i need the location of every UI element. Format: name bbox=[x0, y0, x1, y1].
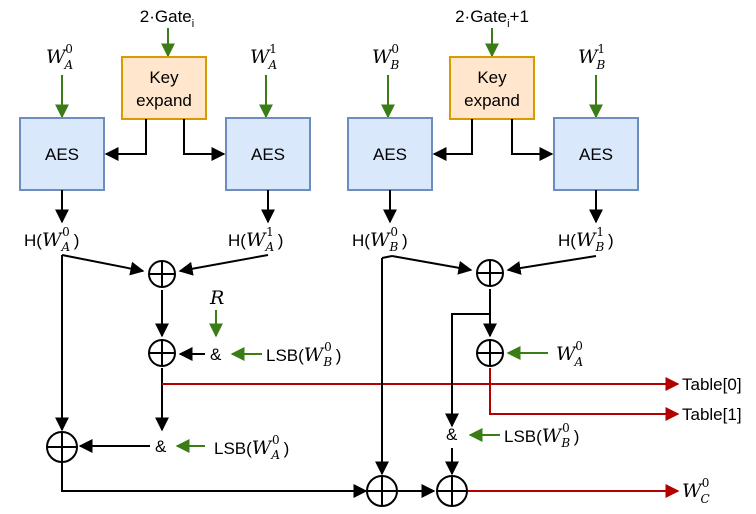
xor-right-1 bbox=[476, 259, 504, 287]
aes-box-left-2 bbox=[225, 117, 311, 191]
lsb-wb0-label-right: LSB(WB0) bbox=[504, 421, 579, 450]
wb1-label: WB1 bbox=[578, 42, 606, 72]
xor-left-2 bbox=[148, 339, 176, 367]
aes-box-right-2 bbox=[553, 117, 639, 191]
h-wa1-label: H(WA1) bbox=[228, 225, 283, 254]
xor3-to-final-xor bbox=[61, 462, 368, 498]
table0-label: Table[0] bbox=[682, 375, 742, 394]
lsb-wb0-label-left: LSB(WB0) bbox=[266, 340, 341, 369]
h-wa0-label: H(WA0) bbox=[24, 225, 79, 254]
key-expand-line1-right: Key bbox=[477, 68, 507, 87]
table1-label: Table[1] bbox=[682, 405, 742, 424]
wa1-label: WA1 bbox=[250, 42, 278, 72]
aes-label-right-2: AES bbox=[579, 145, 613, 164]
xor-left-1 bbox=[148, 260, 176, 288]
h-wb0-label: H(WB0) bbox=[352, 225, 408, 254]
aes-label-left-2: AES bbox=[251, 145, 285, 164]
wa0-label: WA0 bbox=[46, 42, 74, 72]
key-to-aes-left-2 bbox=[183, 119, 226, 161]
xor-right-2 bbox=[476, 339, 504, 367]
key-expand-box-left bbox=[121, 56, 207, 120]
aes-label-right-1: AES bbox=[373, 145, 407, 164]
h-wa1-to-xor1 bbox=[178, 254, 269, 276]
xor-final-2 bbox=[436, 475, 468, 507]
key-expand-line2-right: expand bbox=[464, 91, 520, 110]
wc0-label: WC0 bbox=[682, 476, 710, 506]
xor-r1-to-amp bbox=[445, 313, 490, 428]
h-wb1-label: H(WB1) bbox=[558, 225, 614, 254]
xor-final-1 bbox=[366, 475, 398, 507]
gate-label-right: 2·Gatei+1 bbox=[455, 7, 529, 30]
xor-r2-to-table1 bbox=[489, 368, 680, 421]
h-wb0-stub bbox=[381, 255, 393, 259]
h-wb0-to-xor bbox=[391, 255, 473, 275]
amp-left-1: & bbox=[210, 345, 222, 364]
xor-left-3 bbox=[46, 431, 78, 463]
h-wb1-to-xor bbox=[506, 255, 597, 275]
amp-right: & bbox=[446, 425, 458, 444]
key-to-aes-right-2 bbox=[511, 119, 554, 161]
wa0-in-label: WA0 bbox=[556, 339, 584, 369]
lsb-wa0-label: LSB(WA0) bbox=[214, 433, 289, 462]
key-expand-line1-left: Key bbox=[149, 68, 179, 87]
key-expand-line2-left: expand bbox=[136, 91, 192, 110]
wb0-label: WB0 bbox=[372, 42, 400, 72]
r-label: R bbox=[209, 287, 224, 309]
gate-label-left: 2·Gatei bbox=[140, 7, 194, 30]
h-wa0-to-xor1 bbox=[61, 254, 145, 276]
amp-left-2: & bbox=[155, 437, 167, 456]
key-expand-box-right bbox=[449, 56, 535, 120]
key-to-aes-left-1 bbox=[104, 119, 147, 161]
aes-label-left-1: AES bbox=[45, 145, 79, 164]
aes-box-left-1 bbox=[19, 117, 105, 191]
key-to-aes-right-1 bbox=[432, 119, 473, 161]
